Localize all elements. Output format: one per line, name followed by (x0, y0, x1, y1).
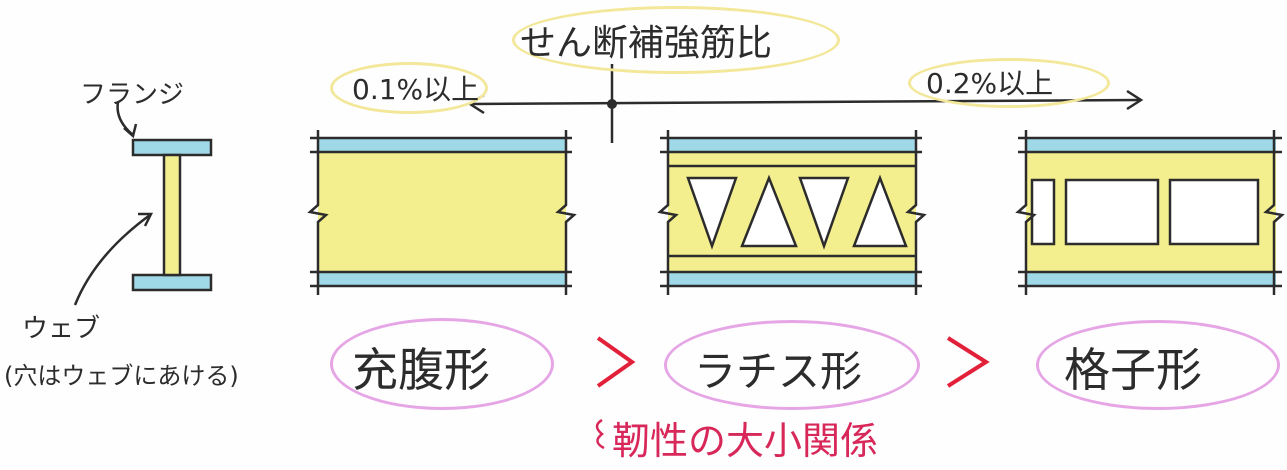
ratio-right-highlight (908, 58, 1110, 108)
web-label: ウェブ (22, 314, 101, 344)
web (162, 153, 182, 277)
ratio-left-label: 0.1%以上 (352, 73, 480, 106)
gt-mark-1 (596, 336, 636, 388)
arrow-center-dot (607, 99, 617, 109)
beam-grid-highlight (1036, 320, 1280, 410)
ratio-left-highlight (330, 62, 488, 114)
beam-solid-label: 充腹形 (352, 343, 490, 397)
beam-solid (307, 130, 577, 295)
beam-lattice-highlight (664, 320, 920, 410)
beam-solid-highlight (330, 318, 554, 410)
beam-grid-label: 格子形 (1064, 343, 1202, 397)
ratio-right-label: 0.2%以上 (926, 67, 1054, 100)
greater-than-marks (596, 336, 990, 388)
top-flange (131, 138, 213, 157)
i-beam-section (131, 138, 213, 292)
bottom-flange (131, 273, 213, 292)
beam-grid (1015, 130, 1285, 295)
beam-lattice (657, 130, 927, 295)
shear-ratio-highlight (512, 6, 840, 74)
beam-lattice-label: ラチス形 (694, 347, 863, 396)
shear-ratio-label: せん断補強筋比 (520, 23, 773, 64)
web-arrow (73, 213, 151, 306)
gt-mark-2 (946, 336, 990, 388)
web-note-label: (穴はウェブにあける) (4, 362, 239, 390)
toughness-bracket (595, 418, 605, 450)
flange-label: フランジ (80, 80, 185, 110)
toughness-label: 靭性の大小関係 (612, 419, 879, 463)
